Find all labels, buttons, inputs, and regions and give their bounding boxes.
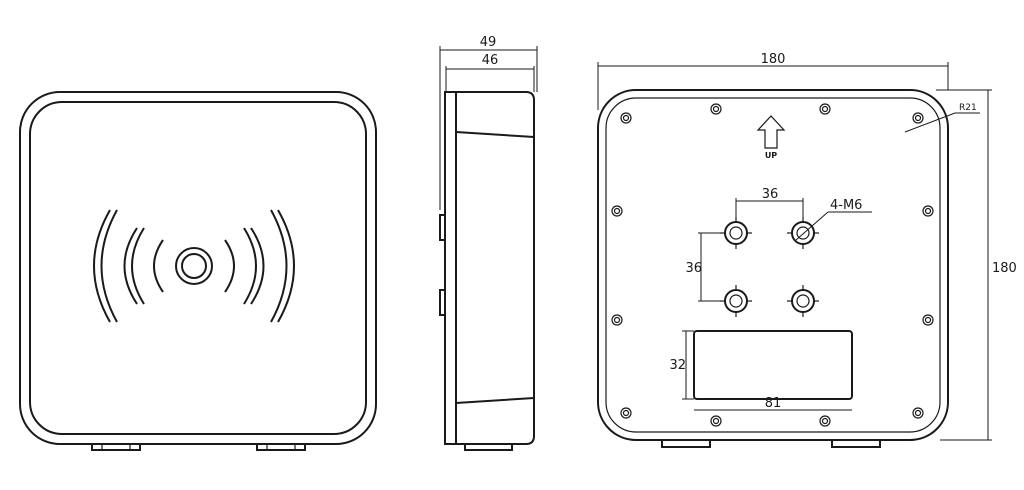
dim-46: 46 — [445, 53, 535, 92]
dim-49-label: 49 — [480, 35, 497, 50]
callout-r21: R21 — [904, 103, 980, 133]
rear-inner-outline — [605, 97, 941, 433]
mount-hole-icon — [787, 217, 819, 249]
up-label: UP — [765, 151, 777, 160]
dim-180-y-label: 180 — [992, 261, 1017, 276]
dim-height-180: 180 — [936, 89, 1017, 441]
radius-label: R21 — [959, 103, 977, 113]
label-area — [693, 330, 853, 400]
front-outer-body — [19, 91, 377, 445]
front-inner-face — [29, 101, 367, 435]
dim-36-y-label: 36 — [685, 261, 702, 276]
dim-81-label: 81 — [765, 396, 782, 411]
dim-32-label: 32 — [669, 358, 686, 373]
dim-49: 49 — [439, 35, 538, 210]
perimeter-screws — [611, 103, 934, 427]
dim-width-180: 180 — [597, 52, 949, 110]
dim-label-width: 81 — [694, 396, 852, 411]
dim-hole-spacing-y: 36 — [685, 232, 720, 302]
front-feet — [91, 444, 306, 451]
up-arrow-icon: UP — [756, 115, 786, 160]
dim-180-x-label: 180 — [761, 52, 786, 67]
mount-hole-icon — [787, 285, 819, 317]
callout-4-m6-label: 4-M6 — [830, 198, 862, 213]
mount-hole-icon — [720, 285, 752, 317]
mounting-holes — [720, 217, 819, 317]
side-body — [444, 91, 535, 445]
dim-label-height: 32 — [669, 330, 694, 400]
mount-hole-icon — [720, 217, 752, 249]
dim-46-label: 46 — [482, 53, 499, 68]
side-view: 49 46 — [439, 35, 538, 451]
rear-view: UP — [597, 52, 1017, 448]
callout-4-m6: 4-M6 — [795, 198, 872, 241]
dim-hole-spacing-x: 36 — [735, 187, 804, 217]
front-view — [19, 91, 377, 451]
rear-outer-body — [597, 89, 949, 441]
rfid-waves-icon — [93, 209, 295, 323]
dim-36-x-label: 36 — [762, 187, 779, 202]
